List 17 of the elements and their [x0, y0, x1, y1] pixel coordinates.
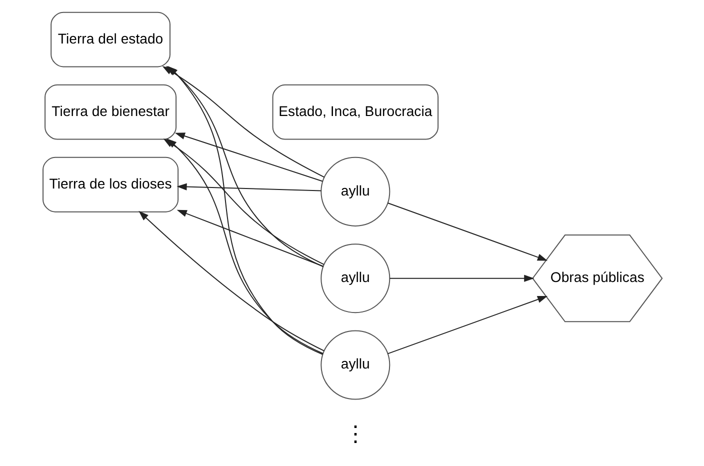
arrow: [176, 210, 323, 267]
arrow: [387, 202, 548, 261]
arrow: [387, 296, 548, 354]
node-box: Tierra de bienestar: [44, 84, 176, 140]
arrow: [174, 132, 322, 182]
label: ⋮: [344, 421, 366, 446]
node-circle: ayllu: [320, 330, 390, 400]
node-box: Tierra del estado: [50, 12, 170, 68]
arrow: [176, 183, 321, 192]
arrow: [138, 210, 324, 352]
node-circle: ayllu: [320, 156, 390, 226]
arrow: [166, 138, 323, 354]
arrow: [389, 274, 534, 282]
node-box: Tierra de los dioses: [42, 156, 178, 212]
node-circle: ayllu: [320, 244, 390, 314]
node-box: Estado, Inca, Burocracia: [272, 84, 438, 140]
arrow: [167, 66, 322, 355]
